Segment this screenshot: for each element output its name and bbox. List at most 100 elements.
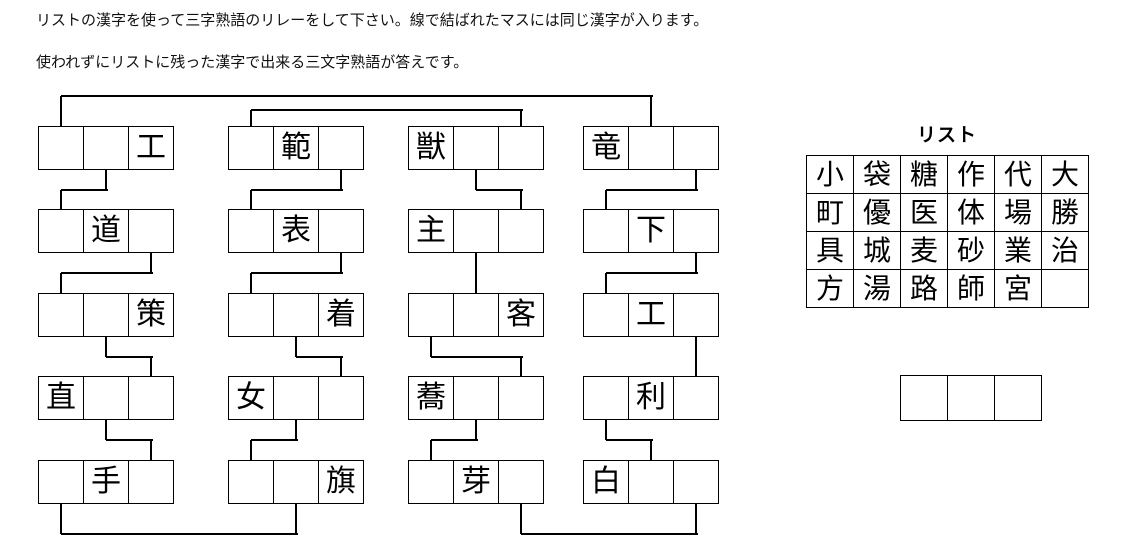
puzzle-row: 範 [228,126,364,170]
puzzle-cell-empty[interactable] [83,126,129,170]
list-cell-kanji[interactable]: 湯 [853,269,901,308]
puzzle-cell-empty[interactable] [628,460,674,504]
puzzle-cell-empty[interactable] [38,460,84,504]
puzzle-cell-empty[interactable] [673,460,719,504]
puzzle-cell-empty[interactable] [628,126,674,170]
puzzle-row: 客 [408,293,544,337]
list-cell-empty[interactable] [1041,269,1089,308]
puzzle-cell-filled: 下 [628,209,674,253]
list-cell-kanji[interactable]: 城 [853,231,901,270]
puzzle-cell-empty[interactable] [273,460,319,504]
list-area: リスト 小袋糖作代大町優医体場勝具城麦砂業治方湯路師宮 [806,120,1089,308]
connector-vertical [249,189,252,209]
puzzle-cell-empty[interactable] [318,376,364,420]
puzzle-cell-empty[interactable] [273,376,319,420]
list-cell-kanji[interactable]: 糖 [900,155,948,194]
puzzle-cell-empty[interactable] [38,126,84,170]
puzzle-cell-empty[interactable] [228,460,274,504]
puzzle-cell-filled: 主 [408,209,454,253]
puzzle-cell-empty[interactable] [318,126,364,170]
answer-cell[interactable] [947,375,995,421]
puzzle-cell-empty[interactable] [583,209,629,253]
puzzle-cell-empty[interactable] [83,376,129,420]
connector-horizontal [605,272,698,274]
list-cell-kanji[interactable]: 大 [1041,155,1089,194]
list-cell-kanji[interactable]: 方 [806,269,854,308]
list-cell-kanji[interactable]: 麦 [900,231,948,270]
connector-horizontal [105,355,153,358]
connector-vertical [694,253,697,273]
connector-horizontal [60,188,108,191]
list-cell-kanji[interactable]: 場 [994,193,1042,232]
puzzle-cell-empty[interactable] [583,376,629,420]
puzzle-cell-filled: 直 [38,376,84,420]
puzzle-cell-empty[interactable] [453,126,499,170]
puzzle-cell-empty[interactable] [38,209,84,253]
puzzle-cell-empty[interactable] [128,376,174,420]
puzzle-cell-empty[interactable] [128,209,174,253]
puzzle-cell-empty[interactable] [83,293,129,337]
answer-cell[interactable] [900,375,948,421]
puzzle-cell-empty[interactable] [228,126,274,170]
connector-vertical [649,440,652,460]
connector-horizontal [250,188,343,191]
connector-horizontal [105,439,153,441]
puzzle-cell-empty[interactable] [453,376,499,420]
puzzle-cell-empty[interactable] [498,126,544,170]
list-cell-kanji[interactable]: 小 [806,155,854,194]
connector-vertical [604,189,607,209]
list-cell-kanji[interactable]: 代 [994,155,1042,194]
puzzle-cell-empty[interactable] [673,126,719,170]
list-cell-kanji[interactable]: 業 [994,231,1042,270]
puzzle-cell-filled: 範 [273,126,319,170]
answer-cell[interactable] [994,375,1042,421]
puzzle-cell-empty[interactable] [408,460,454,504]
list-cell-kanji[interactable]: 砂 [947,231,995,270]
connector-horizontal [430,439,478,441]
list-cell-kanji[interactable]: 勝 [1041,193,1089,232]
list-cell-kanji[interactable]: 袋 [853,155,901,194]
connector-vertical [59,96,62,126]
puzzle-row: 旗 [228,460,364,504]
connector-horizontal [430,355,523,358]
list-cell-kanji[interactable]: 路 [900,269,948,308]
list-cell-kanji[interactable]: 優 [853,193,901,232]
puzzle-cell-empty[interactable] [128,460,174,504]
connector-vertical [339,356,342,376]
puzzle-cell-empty[interactable] [498,460,544,504]
puzzle-cell-empty[interactable] [408,293,454,337]
list-cell-kanji[interactable]: 宮 [994,269,1042,308]
puzzle-cell-empty[interactable] [673,376,719,420]
connector-vertical [249,110,252,126]
puzzle-cell-empty[interactable] [273,293,319,337]
list-cell-kanji[interactable]: 師 [947,269,995,308]
puzzle-cell-empty[interactable] [498,209,544,253]
connector-horizontal [520,533,698,535]
connector-vertical [104,337,107,357]
puzzle-cell-empty[interactable] [453,209,499,253]
puzzle-cell-empty[interactable] [583,293,629,337]
instructions-block: リストの漢字を使って三字熟語のリレーをして下さい。線で結ばれたマスには同じ漢字が… [36,10,1056,72]
list-cell-kanji[interactable]: 具 [806,231,854,270]
puzzle-cell-empty[interactable] [673,209,719,253]
puzzle-cell-empty[interactable] [228,209,274,253]
puzzle-row: 策 [38,293,174,337]
list-cell-kanji[interactable]: 作 [947,155,995,194]
puzzle-cell-empty[interactable] [673,293,719,337]
list-cell-kanji[interactable]: 体 [947,193,995,232]
puzzle-cell-empty[interactable] [228,293,274,337]
puzzle-cell-empty[interactable] [453,293,499,337]
connector-horizontal [60,533,298,535]
list-cell-kanji[interactable]: 治 [1041,231,1089,270]
puzzle-cell-empty[interactable] [318,209,364,253]
connector-horizontal [605,188,698,191]
puzzle-row: 道 [38,209,174,253]
connector-horizontal [250,439,298,441]
puzzle-cell-empty[interactable] [38,293,84,337]
connector-vertical [104,420,107,440]
list-cell-kanji[interactable]: 医 [900,193,948,232]
puzzle-cell-filled: 芽 [453,460,499,504]
connector-horizontal [250,272,343,274]
puzzle-cell-empty[interactable] [498,376,544,420]
list-cell-kanji[interactable]: 町 [806,193,854,232]
